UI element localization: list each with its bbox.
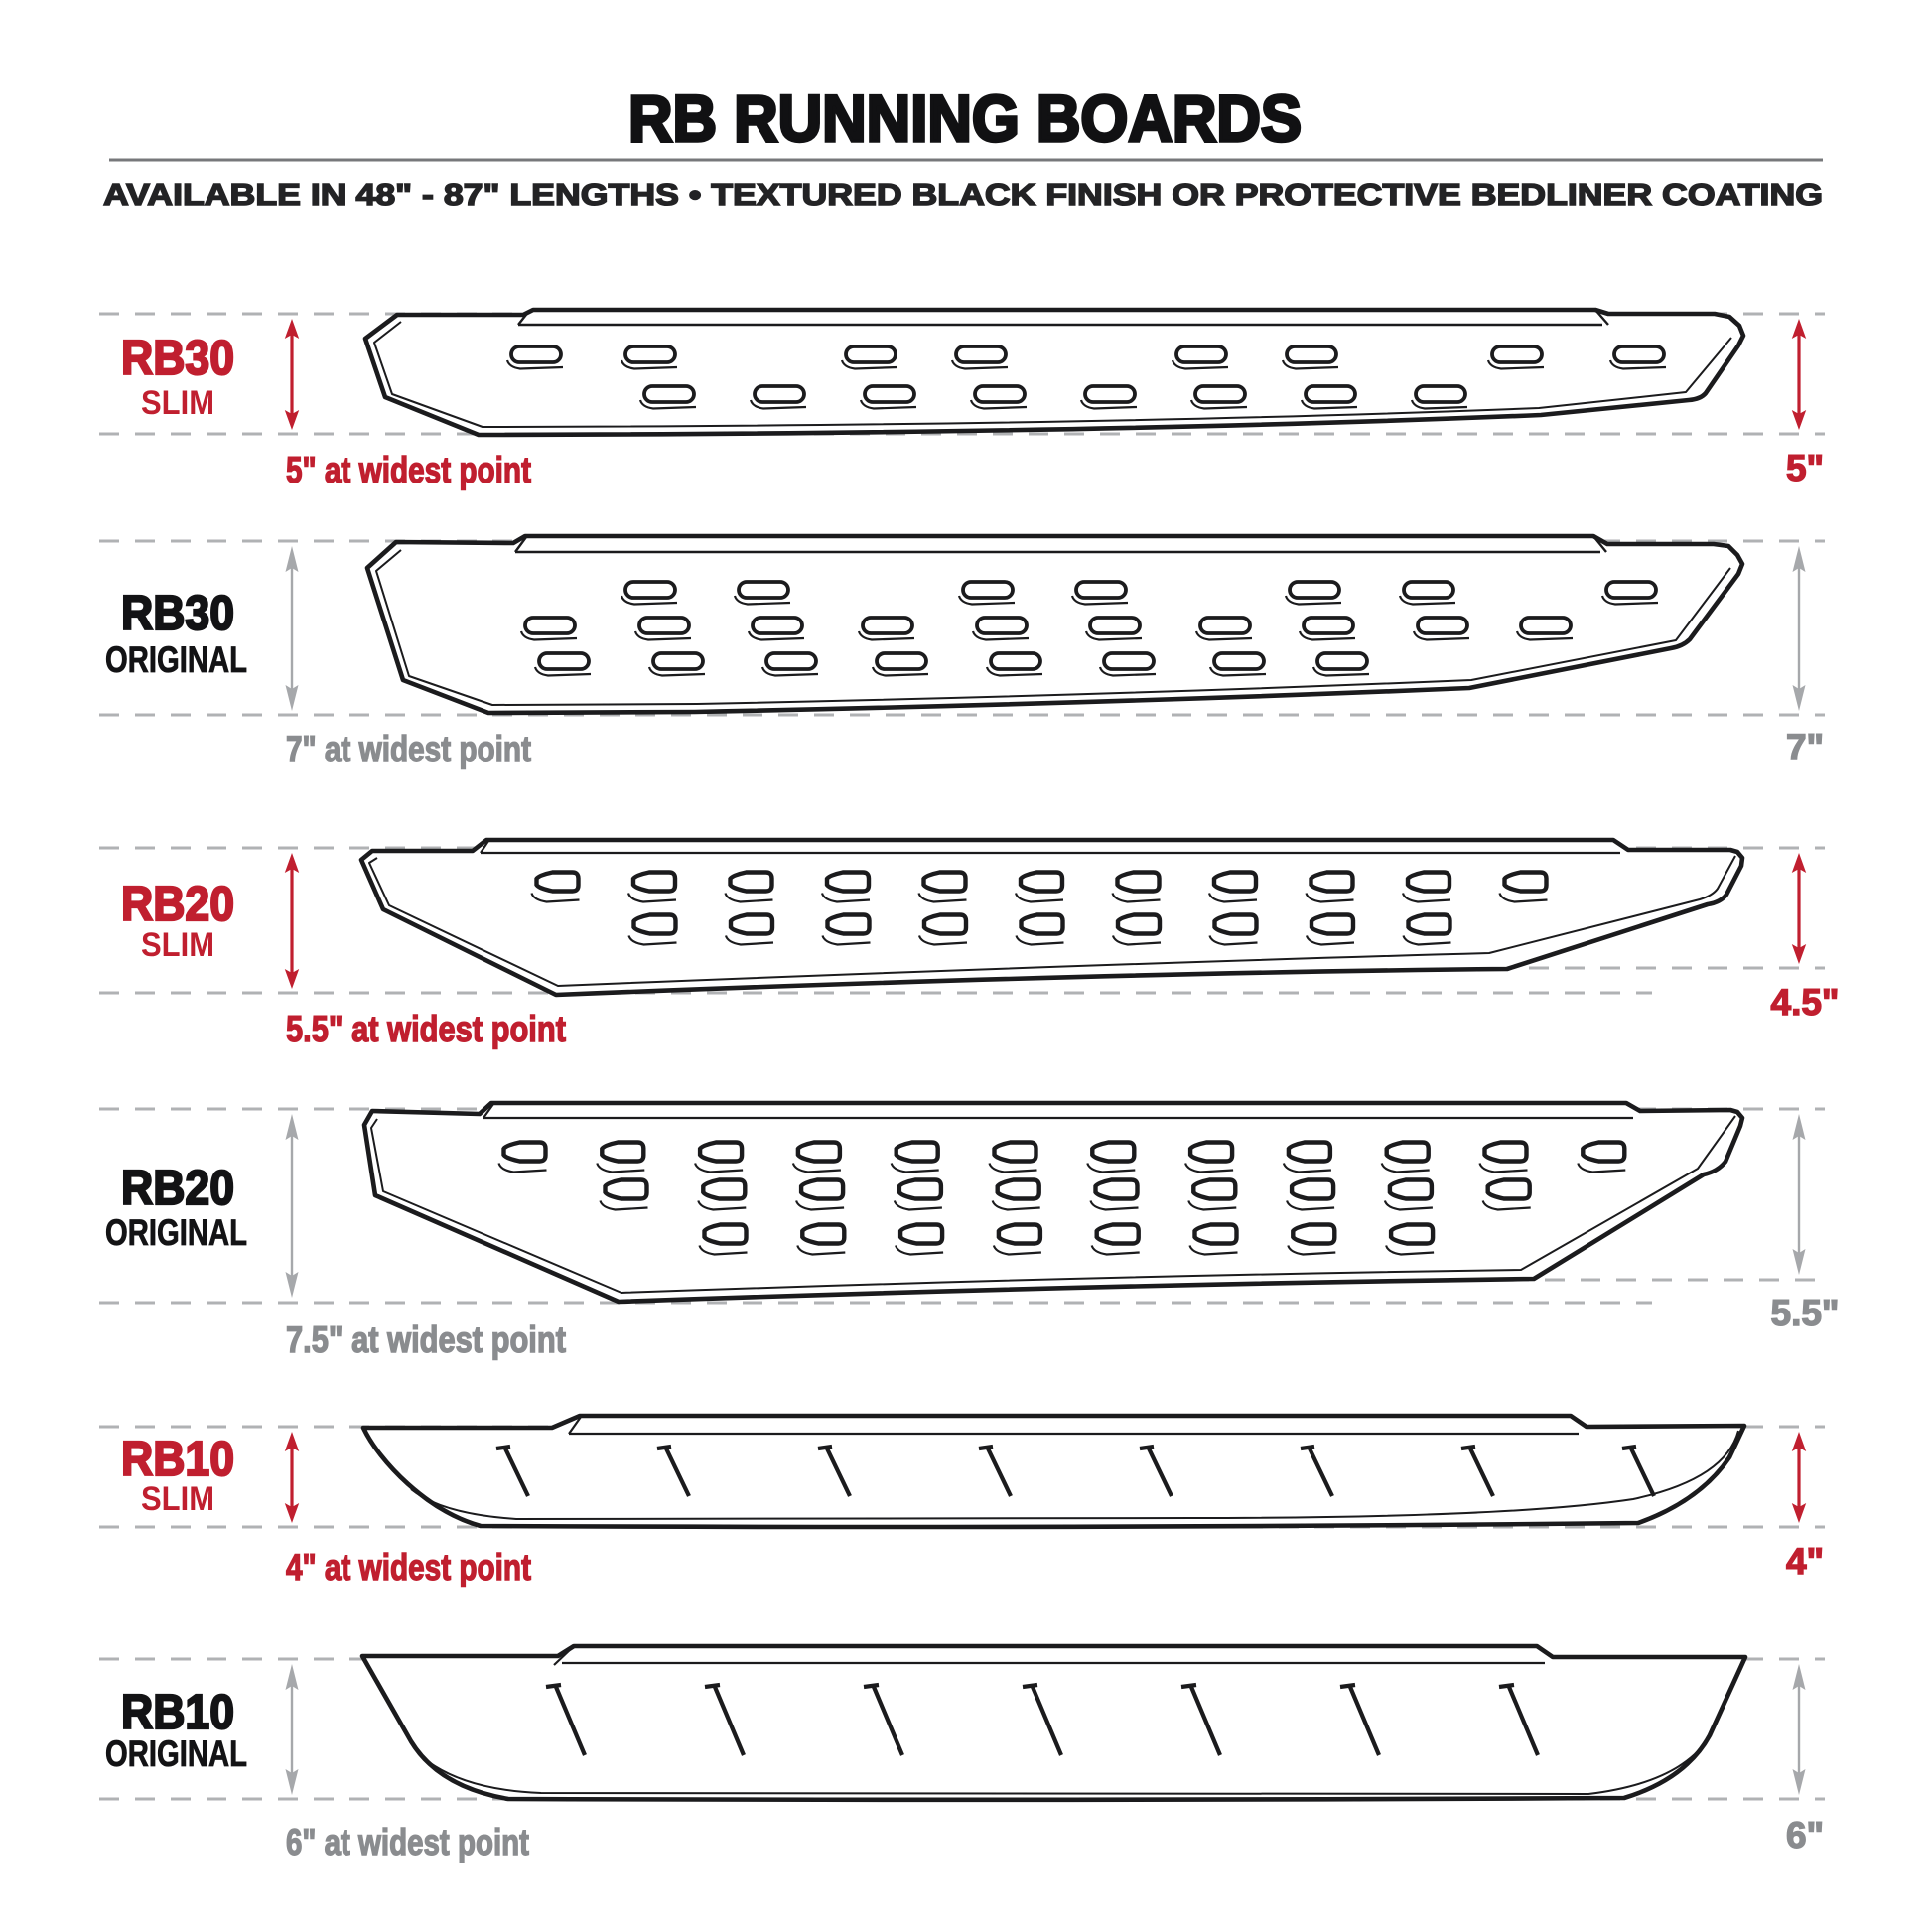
svg-text:AVAILABLE IN 48" - 87" LENGTHS: AVAILABLE IN 48" - 87" LENGTHS • TEXTURE… — [103, 177, 1823, 211]
svg-text:5" at widest point: 5" at widest point — [286, 450, 531, 490]
svg-text:RB10: RB10 — [121, 1686, 234, 1739]
svg-text:5.5": 5.5" — [1771, 1293, 1840, 1333]
svg-text:ORIGINAL: ORIGINAL — [105, 1212, 247, 1253]
svg-text:SLIM: SLIM — [141, 1480, 214, 1518]
svg-text:RB20: RB20 — [121, 1162, 234, 1215]
svg-text:6": 6" — [1786, 1815, 1824, 1856]
svg-text:RB30: RB30 — [121, 587, 234, 640]
svg-text:ORIGINAL: ORIGINAL — [105, 639, 247, 680]
svg-text:4" at widest point: 4" at widest point — [286, 1547, 531, 1587]
svg-text:RB10: RB10 — [121, 1433, 234, 1486]
svg-text:RB RUNNING BOARDS: RB RUNNING BOARDS — [628, 81, 1302, 155]
svg-text:7": 7" — [1786, 727, 1824, 767]
svg-text:RB30: RB30 — [121, 332, 234, 385]
svg-text:7" at widest point: 7" at widest point — [286, 729, 531, 769]
svg-text:RB20: RB20 — [121, 878, 234, 931]
svg-text:5": 5" — [1786, 448, 1824, 488]
svg-text:7.5" at widest point: 7.5" at widest point — [286, 1319, 566, 1360]
svg-text:SLIM: SLIM — [141, 384, 214, 422]
svg-text:4.5": 4.5" — [1771, 982, 1840, 1023]
svg-text:6" at widest point: 6" at widest point — [286, 1822, 529, 1863]
svg-text:5.5" at widest point: 5.5" at widest point — [286, 1009, 566, 1049]
svg-text:ORIGINAL: ORIGINAL — [105, 1733, 247, 1774]
svg-text:SLIM: SLIM — [141, 926, 214, 964]
svg-text:4": 4" — [1786, 1541, 1824, 1582]
